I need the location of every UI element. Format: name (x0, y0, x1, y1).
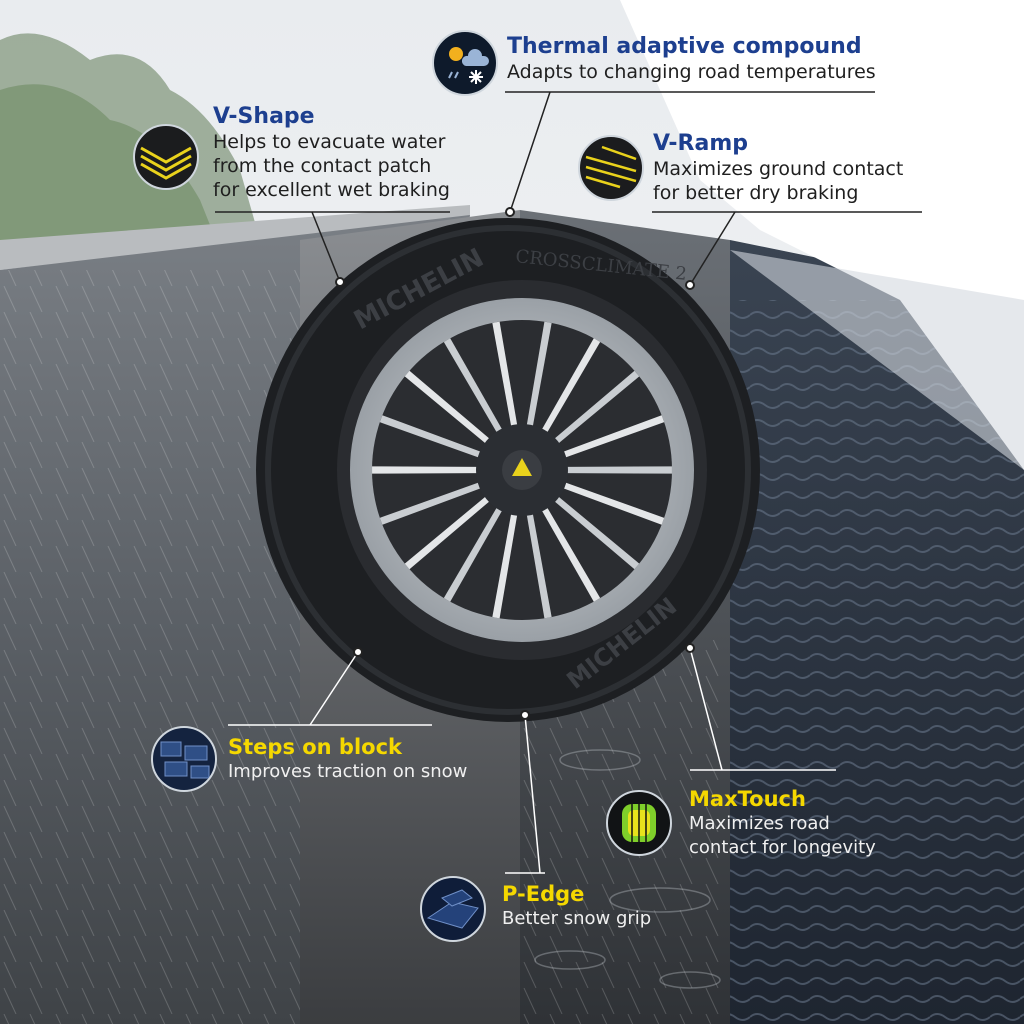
callout-thermal-adaptive-compound: Thermal adaptive compound Adapts to chan… (507, 34, 1017, 84)
wheel-spoke (379, 415, 482, 458)
wheel-spoke (562, 415, 665, 458)
thermal-compound-icon (432, 30, 498, 96)
wheel-spoke (553, 370, 640, 445)
callout-v-shape: V-Shape Helps to evacuate water from the… (213, 104, 513, 202)
callout-description-line-2: from the contact patch (213, 155, 432, 177)
callout-title: Steps on block (228, 735, 403, 759)
wheel-spoke (404, 370, 491, 445)
callout-title: P-Edge (502, 882, 585, 906)
callout-description-line-2: for better dry braking (653, 182, 859, 204)
wheel-spoke (492, 512, 518, 619)
callout-v-ramp: V-Ramp Maximizes ground contact for bett… (653, 131, 943, 205)
wheel-spoke (404, 495, 491, 570)
callout-title: V-Ramp (653, 131, 749, 156)
wheel-spoke (443, 506, 503, 602)
wheel-spoke (443, 338, 503, 434)
callout-steps-on-block: Steps on block Improves traction on snow (228, 734, 518, 784)
callout-description-line-1: Maximizes ground contact (653, 158, 904, 180)
callout-title: V-Shape (213, 104, 315, 129)
maxtouch-footprint-icon (606, 790, 672, 856)
v-ramp-tread-icon (578, 135, 644, 201)
wheel-spoke (541, 506, 601, 602)
callout-description-line-2: contact for longevity (689, 837, 876, 858)
wheel-spoke (526, 321, 552, 428)
callout-maxtouch: MaxTouch Maximizes road contact for long… (689, 786, 929, 860)
wheel-spoke (562, 482, 665, 525)
v-shape-tread-icon (133, 124, 199, 190)
callout-p-edge: P-Edge Better snow grip (502, 881, 722, 931)
wheel-rim (350, 298, 694, 642)
wheel-spoke (526, 512, 552, 619)
callout-description: Improves traction on snow (228, 761, 468, 782)
callout-description-line-3: for excellent wet braking (213, 179, 450, 201)
wheel-spoke (565, 466, 672, 474)
wheel-spoke (379, 482, 482, 525)
callout-description-line-1: Helps to evacuate water (213, 131, 446, 153)
wheel-spoke (541, 338, 601, 434)
callout-title: Thermal adaptive compound (507, 34, 862, 59)
wheel-spoke (492, 321, 518, 428)
callout-description: Adapts to changing road temperatures (507, 61, 876, 83)
callout-description: Better snow grip (502, 908, 652, 929)
wheel-spoke (372, 466, 479, 474)
callout-title: MaxTouch (689, 787, 806, 811)
p-edge-icon (420, 876, 486, 942)
callout-description-line-1: Maximizes road (689, 813, 830, 834)
wheel-spoke (553, 495, 640, 570)
steps-on-block-icon (151, 726, 217, 792)
